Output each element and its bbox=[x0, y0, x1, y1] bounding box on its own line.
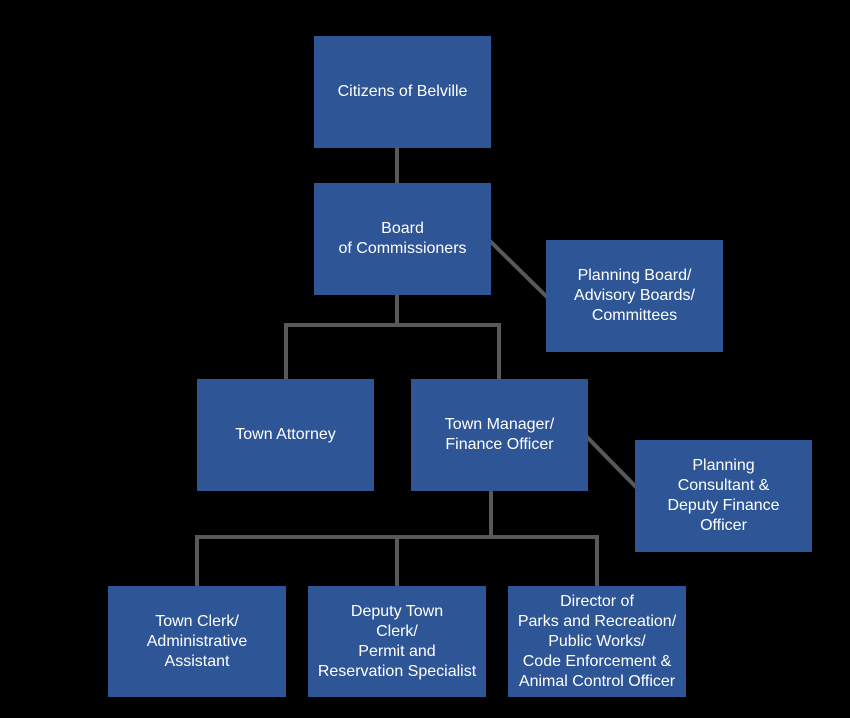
node-label: Animal Control Officer bbox=[518, 672, 676, 690]
node-label: Committees bbox=[591, 307, 678, 324]
node-label: Reservation Specialist bbox=[317, 662, 477, 680]
node-planning-board: Planning Board/ Advisory Boards/ Committ… bbox=[546, 240, 723, 352]
connector-board-planning bbox=[488, 239, 549, 299]
node-label: Deputy Finance bbox=[667, 497, 780, 514]
node-label: Town Attorney bbox=[235, 426, 336, 443]
connector-manager-consultant bbox=[585, 435, 638, 489]
node-label: Parks and Recreation/ bbox=[517, 612, 677, 630]
node-label: Permit and bbox=[358, 642, 436, 660]
node-label: Director of bbox=[560, 592, 634, 610]
node-citizens: Citizens of Belville bbox=[314, 36, 491, 148]
node-town-clerk: Town Clerk/ Administrative Assistant bbox=[108, 586, 286, 697]
node-label: Board bbox=[381, 220, 424, 237]
node-label: Planning Board/ bbox=[577, 267, 692, 284]
node-label: of Commissioners bbox=[338, 240, 467, 257]
node-label: Town Clerk/ bbox=[155, 612, 239, 630]
node-label: Citizens of Belville bbox=[337, 83, 468, 100]
node-label: Consultant & bbox=[677, 477, 770, 494]
node-label: Clerk/ bbox=[376, 622, 418, 640]
node-label: Town Manager/ bbox=[444, 416, 555, 433]
node-board-of-commissioners: Board of Commissioners bbox=[314, 183, 491, 295]
node-town-manager: Town Manager/ Finance Officer bbox=[411, 379, 588, 491]
node-deputy-town-clerk: Deputy Town Clerk/ Permit and Reservatio… bbox=[308, 586, 486, 697]
node-label: Assistant bbox=[164, 652, 230, 670]
node-label: Administrative bbox=[146, 632, 248, 650]
node-label: Public Works/ bbox=[548, 632, 646, 650]
node-label: Deputy Town bbox=[350, 602, 444, 620]
node-label: Finance Officer bbox=[445, 436, 554, 453]
node-director-parks: Director of Parks and Recreation/ Public… bbox=[508, 586, 686, 697]
node-planning-consultant: Planning Consultant & Deputy Finance Off… bbox=[635, 440, 812, 552]
node-label: Officer bbox=[700, 517, 747, 534]
node-label: Advisory Boards/ bbox=[574, 287, 695, 304]
node-label: Code Enforcement & bbox=[522, 652, 672, 670]
node-town-attorney: Town Attorney bbox=[197, 379, 374, 491]
node-label: Planning bbox=[692, 457, 755, 474]
